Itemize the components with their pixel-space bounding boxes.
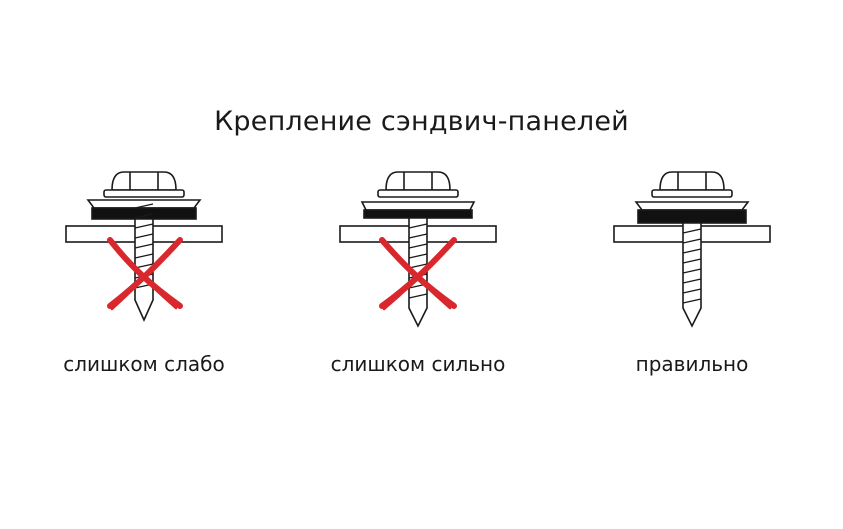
screw-too-loose-icon xyxy=(65,171,223,322)
caption-correct: правильно xyxy=(635,352,749,376)
screw-head xyxy=(103,171,185,198)
screw-head xyxy=(377,171,459,198)
screw-too-tight-icon xyxy=(339,171,497,328)
screw-correct-icon xyxy=(613,171,771,328)
red-cross-icon xyxy=(107,237,183,311)
diagram-title: Крепление сэндвич-панелей xyxy=(214,106,629,137)
caption-too-loose: слишком слабо xyxy=(63,352,225,376)
screw-figure-correct xyxy=(592,168,792,333)
washer xyxy=(634,201,750,224)
screw-shank xyxy=(134,203,154,322)
screw-figure-too-loose xyxy=(44,168,244,333)
screw-shank xyxy=(682,222,702,328)
screw-figure-too-tight xyxy=(318,168,518,333)
washer xyxy=(360,201,476,219)
screw-shank xyxy=(408,217,428,328)
screw-head xyxy=(651,171,733,198)
caption-too-tight: слишком сильно xyxy=(330,352,506,376)
red-cross-icon xyxy=(379,237,457,311)
washer xyxy=(86,199,202,220)
